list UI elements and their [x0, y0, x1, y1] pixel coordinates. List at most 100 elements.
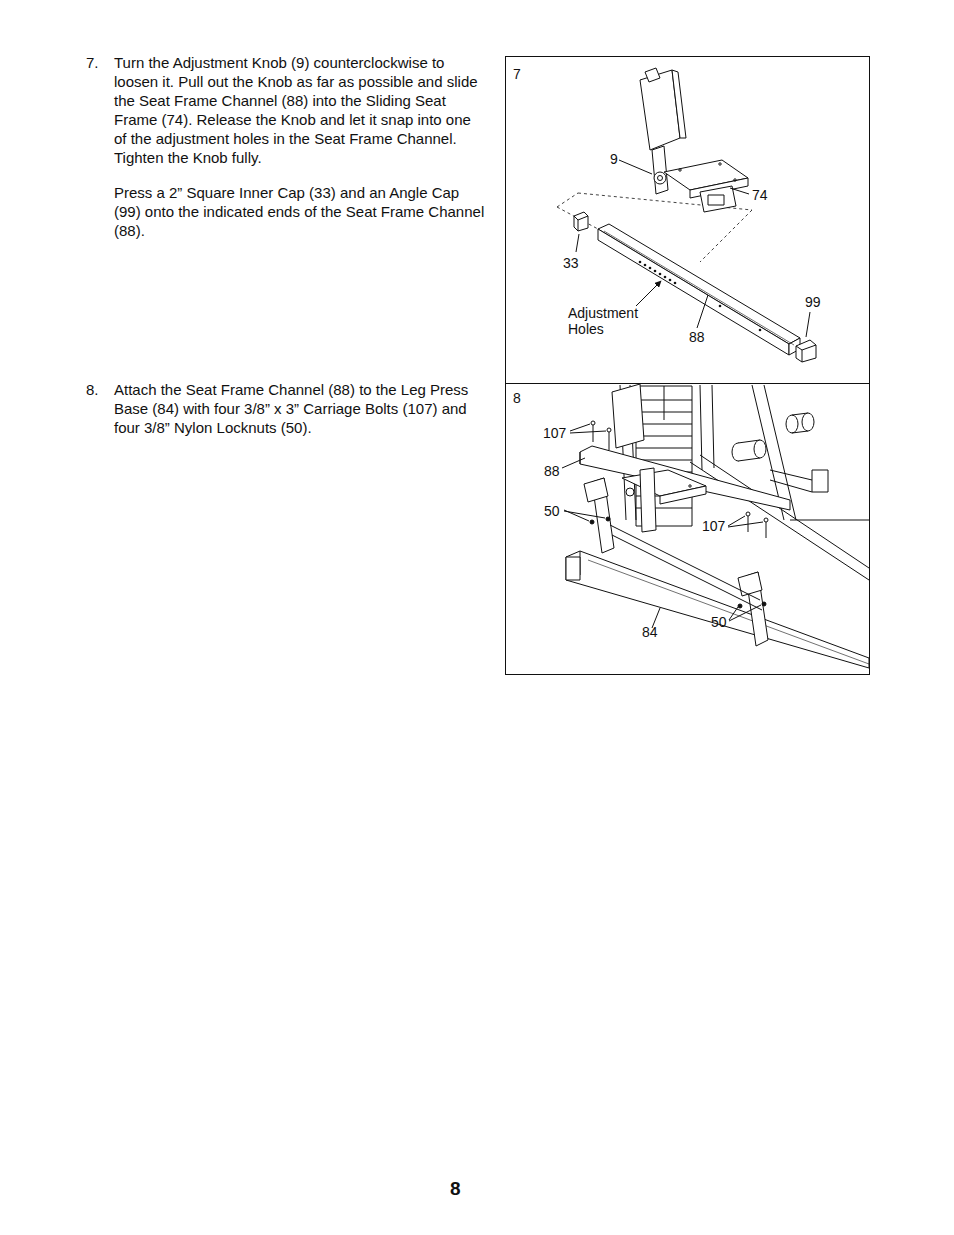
adjustment-holes	[719, 305, 722, 308]
adjustment-holes	[669, 279, 672, 282]
carriage-bolt	[609, 432, 610, 450]
seat-frame-channel	[580, 446, 790, 510]
seat-frame-channel	[598, 229, 789, 355]
frame-posts	[790, 520, 869, 521]
carriage-bolt	[607, 428, 611, 432]
leader-line	[562, 458, 585, 468]
sliding-seat-frame	[689, 485, 691, 487]
panel-number: 8	[513, 390, 521, 406]
callout-number: 107	[543, 425, 566, 441]
seat-frame-channel	[598, 224, 800, 355]
seat-frame-channel	[598, 224, 800, 344]
leg-rollers	[770, 470, 812, 480]
adjustment-knob	[658, 176, 663, 181]
callout-number: 88	[689, 329, 705, 345]
base-upright	[584, 478, 608, 502]
adjustment-holes	[674, 282, 677, 285]
square-inner-cap	[578, 216, 588, 220]
leader-line	[728, 522, 763, 527]
nylon-locknut	[590, 517, 766, 608]
dashed-guide	[700, 210, 752, 262]
leader-line	[729, 607, 738, 620]
sliding-seat-frame	[708, 195, 724, 205]
assembly-illustration	[557, 68, 869, 668]
angle-cap	[796, 346, 802, 350]
carriage-bolt	[591, 421, 595, 425]
seat-frame-channel	[604, 231, 794, 345]
nylon-locknut	[606, 517, 610, 521]
adjustment-holes	[644, 264, 647, 267]
callout-number: Adjustment Holes	[568, 305, 650, 337]
seat-frame-channel	[580, 452, 581, 464]
leader-line	[576, 234, 579, 252]
leader-line	[562, 424, 763, 628]
angle-cap	[802, 350, 803, 362]
carriage-bolt	[591, 421, 768, 538]
leg-press-base	[566, 551, 869, 668]
step-number: 7.	[86, 53, 114, 72]
frame-posts	[712, 385, 714, 468]
callout-number: 74	[752, 187, 768, 203]
sliding-seat-frame	[640, 468, 656, 532]
illustration-panel: 7 9 74 33Adjustment Holes 88 99	[505, 56, 870, 384]
callout-number: 99	[805, 294, 821, 310]
leg-rollers	[770, 480, 812, 492]
carriage-bolt	[764, 518, 768, 522]
leg-press-base	[588, 560, 869, 664]
base-upright	[738, 572, 762, 596]
leader-line	[729, 605, 761, 621]
adjustment-holes	[659, 273, 662, 276]
adjustment-holes	[664, 276, 667, 279]
base-upright	[612, 535, 762, 610]
sliding-seat-frame	[612, 384, 706, 532]
square-inner-cap	[574, 216, 578, 220]
dashed-guide	[557, 193, 752, 262]
instruction-text: Attach the Seat Frame Channel (88) to th…	[114, 380, 486, 437]
frame-posts	[620, 385, 869, 580]
weight-stack	[636, 424, 692, 425]
callout-number: 50	[711, 614, 727, 630]
carriage-bolt	[766, 522, 767, 538]
sliding-seat-frame	[679, 169, 681, 171]
sliding-seat-frame	[672, 70, 686, 138]
callout-number: 50	[544, 503, 560, 519]
adjustment-holes	[639, 261, 762, 332]
page-number: 8	[450, 1179, 480, 1198]
frame-posts	[700, 385, 702, 470]
illustration-panel: 8 107 88 50 107 50 84	[505, 383, 870, 675]
sliding-seat-frame	[734, 179, 736, 181]
step-number: 8.	[86, 380, 114, 399]
base-upright	[610, 525, 760, 600]
callout-number: 84	[642, 624, 658, 640]
leg-rollers	[802, 413, 814, 431]
sliding-seat-frame	[660, 486, 706, 504]
weight-stack	[636, 436, 692, 437]
sliding-seat-frame	[719, 163, 721, 165]
leader-line	[697, 295, 708, 328]
callout-number: 9	[610, 151, 618, 167]
weight-stack	[636, 448, 692, 449]
adjustment-holes	[639, 261, 642, 264]
sliding-seat-frame	[612, 384, 644, 448]
sliding-seat-frame	[640, 68, 748, 212]
square-inner-cap	[574, 212, 588, 231]
adjustment-knob	[654, 172, 666, 184]
callout-number: 33	[563, 255, 579, 271]
callout-number: 107	[702, 518, 725, 534]
leader-line	[806, 312, 810, 337]
panel-number: 7	[513, 66, 521, 82]
dashed-guide	[557, 193, 578, 207]
callout-number: 88	[544, 463, 560, 479]
leader-line	[564, 511, 605, 518]
nylon-locknut	[762, 602, 766, 606]
leader-line	[619, 160, 652, 174]
leader-line	[570, 431, 606, 433]
weight-stack	[664, 386, 665, 420]
carriage-bolt	[746, 512, 750, 516]
leader-line	[730, 188, 749, 194]
adjustment-holes	[759, 329, 762, 332]
angle-cap	[796, 340, 816, 362]
leg-press-base	[566, 557, 580, 580]
leader-line	[570, 424, 590, 431]
adjustment-holes	[654, 270, 657, 273]
